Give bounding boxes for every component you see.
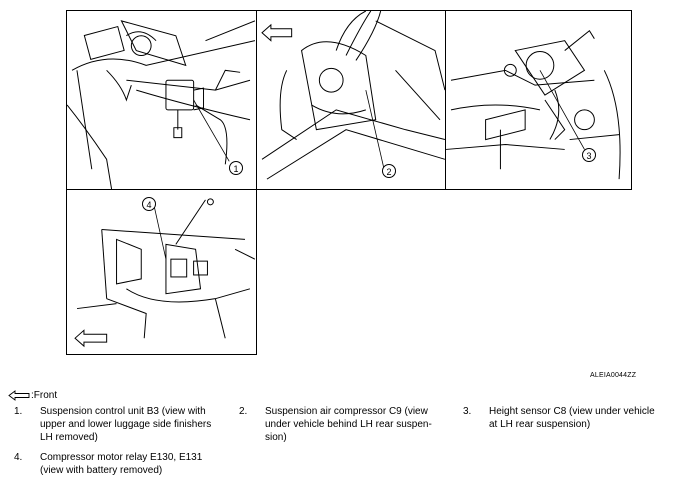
callout-3: 3 (582, 148, 596, 162)
legend-line: under vehicle behind LH rear suspen- (265, 419, 432, 430)
callout-1: 1 (229, 161, 243, 175)
legend-item-text: Suspension air compressor C9 (view under… (265, 405, 432, 444)
legend-item-number: 4. (14, 452, 23, 463)
legend-item-number: 2. (239, 406, 248, 417)
legend-line: at LH rear suspension) (489, 419, 591, 430)
legend-item-text: Height sensor C8 (view under vehicle at … (489, 405, 655, 431)
legend-line: Height sensor C8 (view under vehicle (489, 406, 655, 417)
image-reference-code: ALEIA0044ZZ (590, 372, 637, 379)
front-legend-label: :Front (31, 390, 58, 401)
height-sensor-drawing (446, 30, 621, 180)
legend-line: Suspension control unit B3 (view with (40, 406, 206, 417)
figure-panel-air-compressor: 2 (256, 10, 446, 190)
suspension-control-unit-drawing (67, 20, 256, 189)
callout-2: 2 (382, 164, 396, 178)
legend-item-1: 1. Suspension control unit B3 (view with… (14, 405, 239, 447)
figure-panel-compressor-motor-relay: 4 (66, 189, 257, 355)
legend-line: LH removed) (40, 432, 98, 443)
figure-panel-height-sensor: 3 (445, 10, 632, 190)
front-direction-legend: :Front (8, 390, 57, 401)
legend-item-number: 3. (463, 406, 472, 417)
legend-item-2: 2. Suspension air compressor C9 (view un… (239, 405, 461, 447)
figure-panel-suspension-control-unit: 1 (66, 10, 257, 190)
legend-line: upper and lower luggage side finishers (40, 419, 212, 430)
legend-item-number: 1. (14, 406, 23, 417)
legend-line: Compressor motor relay E130, E131 (40, 452, 203, 463)
compressor-motor-relay-drawing (74, 198, 256, 348)
front-arrow-icon (74, 329, 108, 348)
legend-item-text: Compressor motor relay E130, E131 (view … (40, 451, 202, 477)
callout-4: 4 (142, 197, 156, 211)
legend-line: sion) (265, 432, 287, 443)
air-compressor-drawing (261, 11, 445, 180)
legend-line: Suspension air compressor C9 (view (265, 406, 428, 417)
front-arrow-icon (8, 390, 30, 401)
legend-item-4: 4. Compressor motor relay E130, E131 (vi… (14, 451, 239, 481)
legend-line: (view with battery removed) (40, 465, 163, 476)
legend-item-text: Suspension control unit B3 (view with up… (40, 405, 211, 444)
legend-item-3: 3. Height sensor C8 (view under vehicle … (463, 405, 683, 435)
front-arrow-icon (261, 23, 293, 42)
